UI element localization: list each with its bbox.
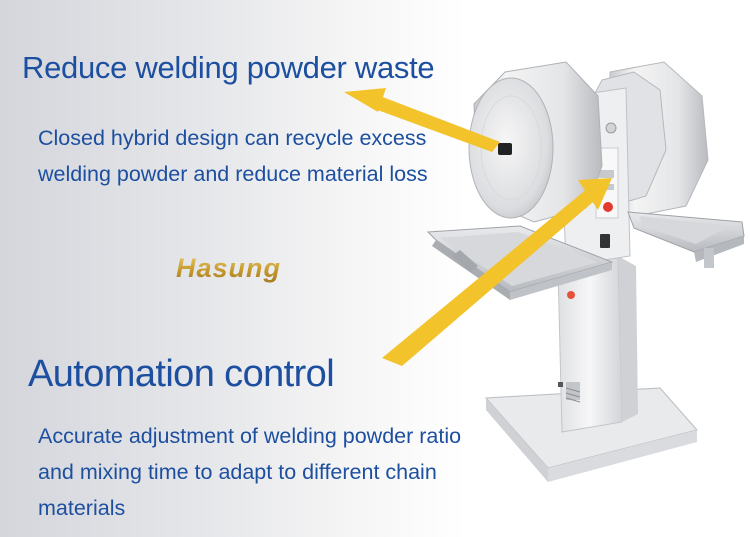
left-tray — [426, 225, 614, 300]
arrow-to-control — [382, 178, 612, 366]
feature-2-title: Automation control — [28, 353, 335, 395]
brand-logo: Hasung — [176, 250, 281, 286]
machine-column — [557, 255, 638, 433]
right-tray — [627, 211, 745, 268]
feature-2-description: Accurate adjustment of welding powder ra… — [38, 424, 462, 520]
feature-1-title: Reduce welding powder waste — [22, 50, 435, 85]
arrow-to-drum — [344, 88, 500, 152]
feature-1-description: Closed hybrid design can recycle excess … — [38, 126, 428, 186]
front-drum — [468, 61, 603, 223]
machine-base — [484, 387, 698, 482]
